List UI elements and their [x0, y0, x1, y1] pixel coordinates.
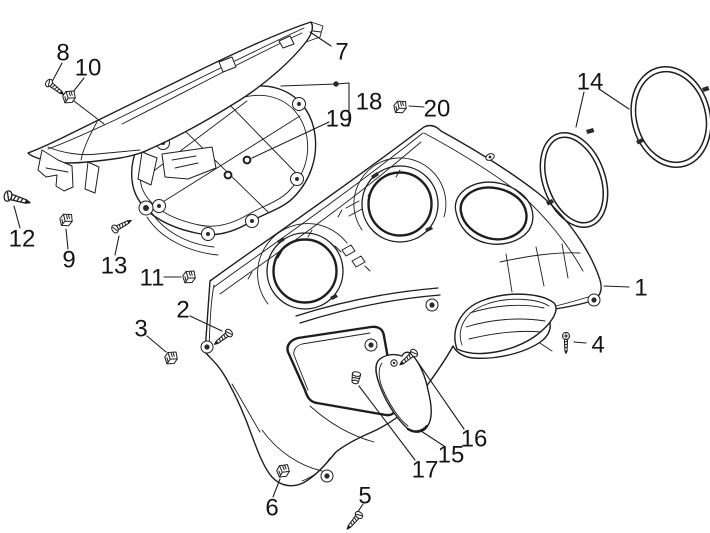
- callout-17[interactable]: 17: [350, 370, 439, 484]
- callout-number: 9: [62, 247, 75, 274]
- wing-facet-lines: [499, 243, 581, 293]
- callout-leader-line: [146, 335, 167, 353]
- callout-leader-line: [65, 228, 69, 250]
- callout-reference-dot: [333, 81, 339, 87]
- callout-16[interactable]: 16: [396, 347, 488, 453]
- left-gauge-opening: [257, 223, 348, 310]
- gauge-ring-bezels: [539, 65, 710, 228]
- callout-number: 5: [358, 483, 371, 510]
- ring-bezel-right: [630, 65, 710, 169]
- callout-number: 20: [424, 96, 451, 123]
- callout-4[interactable]: 4: [561, 332, 605, 359]
- callout-18[interactable]: 18: [280, 81, 383, 127]
- callout-12[interactable]: 12: [2, 189, 36, 253]
- callout-leader-line: [309, 31, 332, 47]
- callout-10[interactable]: 10: [61, 55, 105, 125]
- blade-tabs: [218, 35, 295, 73]
- callout-number: 11: [140, 265, 165, 292]
- callout-number: 7: [335, 39, 348, 66]
- callout-leader-line: [358, 385, 416, 461]
- blade-tip-detail: [305, 21, 324, 43]
- callout-leader-line: [408, 105, 425, 108]
- ring-bezel-left: [539, 132, 609, 228]
- callout-leader-line: [603, 285, 630, 288]
- cowl-band-lines: [295, 287, 441, 324]
- bracket-slots: [45, 155, 199, 173]
- callout-15[interactable]: 15: [420, 430, 465, 469]
- blade-brackets: [37, 146, 217, 194]
- trim-blade-part: [27, 21, 324, 194]
- pocket-door-lip: [406, 424, 429, 433]
- speaker-leaf-panel: [454, 293, 557, 355]
- callout-2[interactable]: 2: [176, 297, 235, 349]
- callout-leader-line: [114, 235, 120, 256]
- callout-leader-line: [280, 83, 337, 87]
- callout-leader-line: [72, 77, 85, 93]
- callout-number: 13: [101, 253, 128, 280]
- callout-9[interactable]: 9: [58, 212, 76, 274]
- right-gauge-surround: [353, 157, 447, 231]
- callout-6[interactable]: 6: [265, 463, 291, 522]
- callout-number: 6: [265, 495, 278, 522]
- leg-inner-lines: [231, 383, 375, 482]
- callout-leader-line: [416, 360, 465, 430]
- callout-13[interactable]: 13: [101, 216, 134, 280]
- callout-number: 4: [591, 332, 604, 359]
- callout-leader-line: [73, 100, 105, 125]
- callout-number: 19: [326, 106, 353, 133]
- callout-number: 3: [134, 316, 147, 343]
- callout-leader-line: [420, 430, 445, 447]
- callout-number: 1: [634, 275, 647, 302]
- gauge-bracket-detail: [334, 200, 371, 272]
- callout-8[interactable]: 8: [43, 40, 70, 99]
- callout-leader-line: [189, 315, 223, 332]
- callout-leader-line: [575, 91, 585, 128]
- right-vent-opening: [454, 181, 534, 245]
- callout-1[interactable]: 1: [603, 275, 648, 302]
- callout-11[interactable]: 11: [140, 265, 197, 292]
- callout-number: 18: [356, 89, 383, 116]
- callout-leader-line: [598, 88, 630, 110]
- callout-20[interactable]: 20: [392, 96, 451, 123]
- callout-leader-line: [573, 341, 587, 344]
- callout-leader-line: [52, 62, 63, 81]
- callout-leader-line: [13, 205, 21, 229]
- panel-outline: [204, 124, 602, 487]
- right-gauge-opening: [353, 157, 447, 243]
- callout-number: 10: [75, 55, 102, 82]
- callout-5[interactable]: 5: [343, 483, 372, 533]
- callout-leader-line: [272, 478, 281, 498]
- callout-number: 2: [176, 297, 189, 324]
- cluster-flange-lines: [146, 209, 219, 256]
- callout-7[interactable]: 7: [309, 31, 349, 66]
- left-gauge-surround: [257, 223, 348, 305]
- pocket-door-part: [375, 351, 432, 433]
- callout-number: 16: [461, 426, 488, 453]
- callout-number: 15: [438, 442, 465, 469]
- panel-screw-bosses: [200, 153, 601, 483]
- callout-number: 8: [56, 40, 69, 67]
- front-panel-part: [200, 124, 602, 487]
- callout-number: 14: [577, 69, 604, 96]
- callout-number: 17: [412, 457, 439, 484]
- callout-3[interactable]: 3: [134, 316, 179, 366]
- callout-19[interactable]: 19: [251, 106, 353, 159]
- callout-14[interactable]: 14: [575, 69, 630, 128]
- callout-leader-line: [335, 82, 350, 127]
- callout-leader-line: [251, 121, 330, 159]
- cluster-glass-lines: [146, 99, 301, 213]
- cluster-face-screws: [223, 155, 252, 180]
- callout-number: 12: [9, 226, 36, 253]
